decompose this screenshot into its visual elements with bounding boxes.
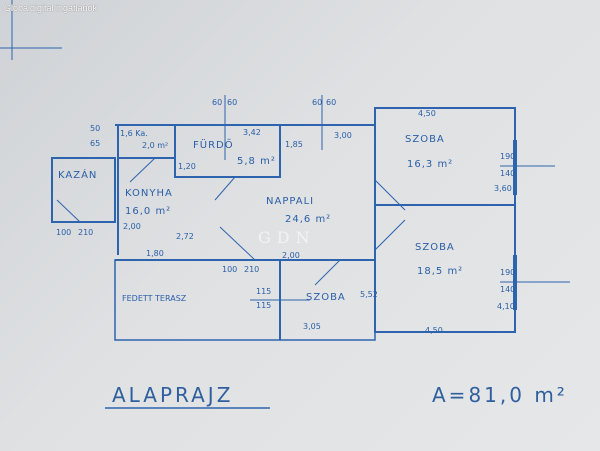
dim-120: 1,20: [178, 162, 196, 171]
room-furdo-label: FÜRDŐ: [193, 140, 234, 151]
room-szoba3-label: SZOBA: [306, 292, 346, 303]
dim-210-kazan: 210: [78, 228, 94, 237]
room-nappali-area: 24,6 m²: [285, 214, 332, 225]
dim-50: 50: [90, 124, 101, 133]
room-szoba2-label: SZOBA: [415, 242, 455, 253]
plan-title: ALAPRAJZ: [112, 383, 234, 407]
dim-305: 3,05: [303, 322, 321, 331]
window1-bottom: 140: [500, 169, 516, 178]
dim-552: 5,52: [360, 290, 378, 299]
dim-180: 1,80: [146, 249, 164, 258]
room-wc-label: 1,6 Ka.: [120, 129, 148, 138]
room-szoba2-area: 18,5 m²: [417, 266, 464, 277]
terasz-dim-top: 115: [256, 287, 272, 296]
room-szoba1-label: SZOBA: [405, 134, 445, 145]
dim-450-top: 4,50: [418, 109, 436, 118]
dim-60d: 60: [326, 98, 337, 107]
total-area: A=81,0 m²: [432, 383, 568, 407]
room-terasz-label: FEDETT TERASZ: [122, 294, 187, 303]
dim-60a: 60: [212, 98, 223, 107]
room-wc-area: 2,0 m²: [142, 141, 169, 150]
dim-410: 4,10: [497, 302, 515, 311]
overlay-caption: Globaldigital ingatlanok: [4, 3, 98, 13]
window2-top: 190: [500, 268, 516, 277]
room-konyha-label: KONYHA: [125, 188, 173, 199]
dim-60c: 60: [312, 98, 323, 107]
dim-300: 3,00: [334, 131, 352, 140]
room-furdo-area: 5,8 m²: [237, 156, 276, 167]
dim-100-kazan: 100: [56, 228, 72, 237]
terasz-dim-bottom: 115: [256, 301, 272, 310]
dim-60b: 60: [227, 98, 238, 107]
window2-bottom: 140: [500, 285, 516, 294]
room-szoba1-area: 16,3 m²: [407, 159, 454, 170]
dim-100-door: 100: [222, 265, 238, 274]
dim-272: 2,72: [176, 232, 194, 241]
dim-450-bottom: 4,50: [425, 326, 443, 335]
dim-210-door: 210: [244, 265, 260, 274]
window1-top: 190: [500, 152, 516, 161]
dim-200: 2,00: [123, 222, 141, 231]
dim-342: 3,42: [243, 128, 261, 137]
watermark-logo: GDN: [258, 228, 316, 247]
dim-65: 65: [90, 139, 101, 148]
dim-200-nappali: 2,00: [282, 251, 300, 260]
dim-360: 3,60: [494, 184, 512, 193]
room-kazan-label: KAZÁN: [58, 170, 98, 181]
room-nappali-label: NAPPALI: [266, 196, 315, 207]
dim-185: 1,85: [285, 140, 303, 149]
room-konyha-area: 16,0 m²: [125, 206, 172, 217]
